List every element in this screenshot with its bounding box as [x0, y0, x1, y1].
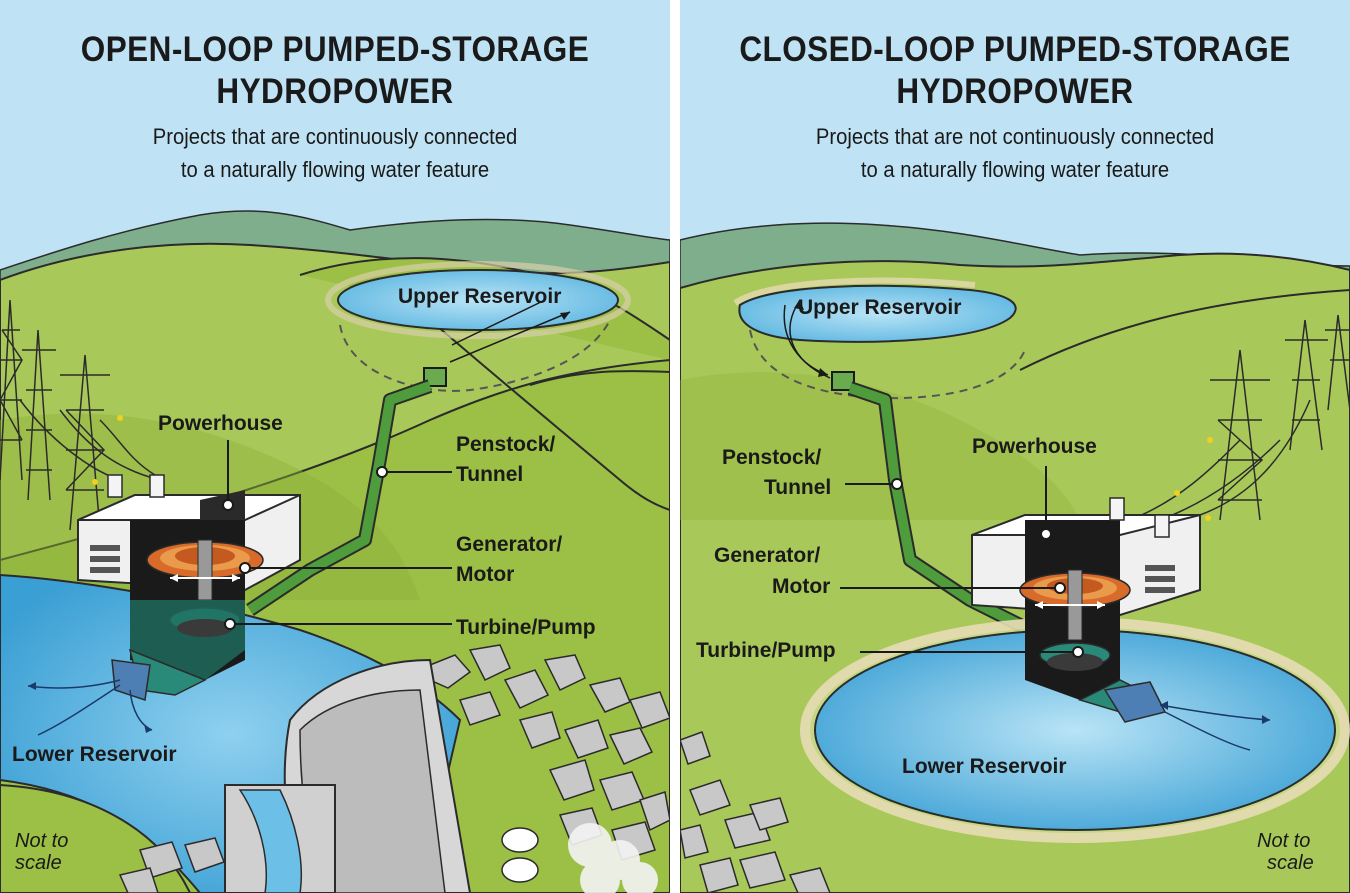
open-loop-lower-reservoir-label: Lower Reservoir — [12, 743, 177, 766]
spray — [568, 823, 658, 893]
hill-shade — [680, 372, 1080, 520]
outlet-gate — [111, 659, 151, 701]
rocks — [680, 731, 831, 893]
open-loop-generator-label-line2: Motor — [456, 563, 515, 586]
closed-loop-panel: CLOSED-LOOP PUMPED-STORAGE HYDROPOWER Pr… — [680, 0, 1350, 893]
closed-loop-illustration — [680, 0, 1350, 893]
open-loop-scale-note-line1: Not to — [15, 830, 69, 852]
slope-line — [429, 319, 670, 511]
upper-reservoir-shore — [733, 277, 976, 306]
panel-divider — [670, 0, 680, 893]
closed-loop-penstock-label-line2: Tunnel — [764, 476, 832, 499]
open-loop-powerhouse-label: Powerhouse — [158, 412, 283, 435]
open-loop-penstock-label-line1: Penstock/ — [456, 433, 556, 456]
intake-dashed-arc — [339, 319, 611, 392]
leader-dots — [891, 478, 1084, 658]
intake-structure — [423, 367, 447, 387]
upper-reservoir-water — [738, 284, 1017, 343]
leader-dots — [222, 466, 388, 630]
closed-loop-scale-note-line1: Not to — [1257, 830, 1311, 852]
open-loop-scale-note-line2: scale — [15, 852, 62, 874]
closed-loop-generator-label-line2: Motor — [772, 575, 831, 598]
leader-lines — [840, 466, 1078, 653]
outlet-pipes — [501, 827, 539, 883]
upper-reservoir-water — [337, 269, 619, 331]
spillway-water — [238, 789, 303, 893]
powerhouse-building — [971, 497, 1201, 700]
closed-loop-powerhouse-label: Powerhouse — [972, 435, 1097, 458]
dam-face — [299, 689, 446, 893]
closed-loop-scale-note-line2: scale — [1267, 852, 1314, 874]
ridge-line — [1019, 289, 1350, 371]
upper-reservoir-shore — [325, 261, 631, 339]
powerhouse-building — [77, 474, 301, 680]
open-loop-illustration — [0, 0, 670, 893]
penstock-pipe — [247, 381, 432, 615]
leader-lines — [227, 440, 452, 625]
open-loop-title-line2: HYDROPOWER — [216, 72, 454, 111]
open-loop-subtitle-line2: to a naturally flowing water feature — [180, 157, 490, 182]
near-bank — [0, 783, 192, 893]
closed-loop-lower-reservoir-label: Lower Reservoir — [902, 755, 1067, 778]
closed-loop-title-line2: HYDROPOWER — [896, 72, 1134, 111]
closed-loop-subtitle-line2: to a naturally flowing water feature — [860, 157, 1170, 182]
lower-flow-arrows — [1159, 704, 1271, 751]
flow-arrow-down — [451, 299, 546, 346]
closed-loop-upper-reservoir-label: Upper Reservoir — [798, 296, 962, 319]
transmission-towers — [0, 299, 161, 531]
closed-loop-turbine-label: Turbine/Pump — [696, 639, 836, 662]
open-loop-turbine-label: Turbine/Pump — [456, 616, 596, 639]
closed-loop-subtitle-line1: Projects that are not continuously conne… — [815, 124, 1215, 149]
intake-structure — [831, 371, 855, 391]
closed-loop-title-line1: CLOSED-LOOP PUMPED-STORAGE — [739, 30, 1291, 69]
open-loop-subtitle-line1: Projects that are continuously connected — [152, 124, 518, 149]
closed-loop-penstock-label-line1: Penstock/ — [722, 446, 822, 469]
open-loop-title-line1: OPEN-LOOP PUMPED-STORAGE — [80, 30, 590, 69]
flow-arrow-up — [449, 311, 571, 363]
open-loop-panel: OPEN-LOOP PUMPED-STORAGE HYDROPOWER Proj… — [0, 0, 670, 893]
open-loop-upper-reservoir-label: Upper Reservoir — [398, 285, 562, 308]
ridge-line — [529, 370, 670, 386]
closed-loop-generator-label-line1: Generator/ — [714, 544, 821, 567]
open-loop-penstock-label-line2: Tunnel — [456, 463, 524, 486]
open-loop-generator-label-line1: Generator/ — [456, 533, 563, 556]
